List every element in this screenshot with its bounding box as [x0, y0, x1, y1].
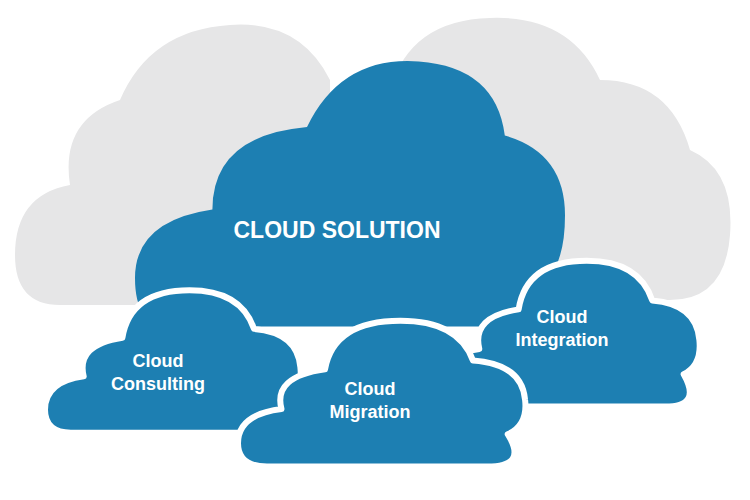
cloud-title: CLOUD SOLUTION	[234, 216, 441, 246]
cloud-label: Cloud Consulting	[98, 350, 218, 397]
service-cloud: Cloud Migration	[238, 292, 528, 472]
cloud-outline	[135, 61, 565, 326]
cloud-outline	[440, 261, 700, 407]
cloud-label: Cloud Integration	[497, 306, 627, 353]
cloud-label: Cloud Migration	[310, 378, 430, 425]
